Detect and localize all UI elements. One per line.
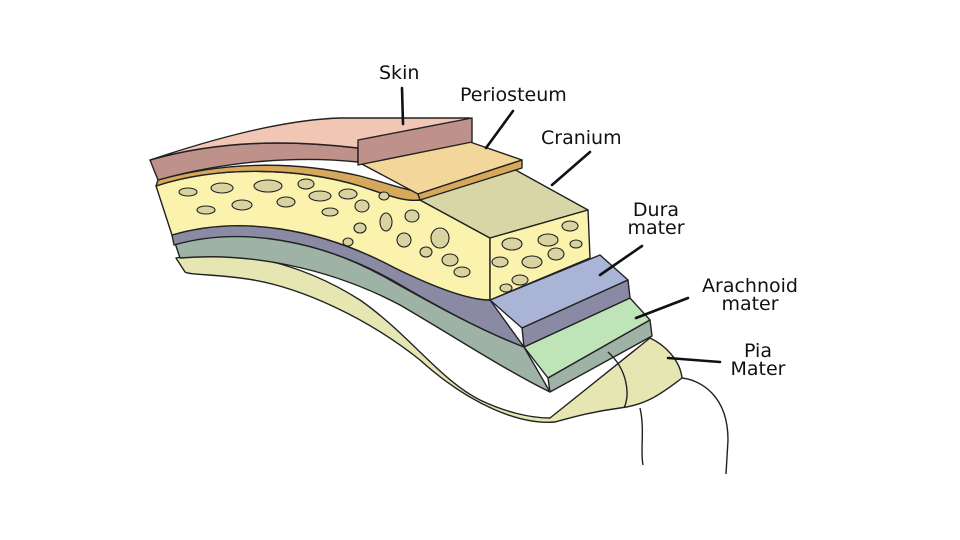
label-dura-line2: mater bbox=[627, 217, 685, 239]
pia-leader bbox=[666, 356, 722, 364]
label-periosteum: Periosteum bbox=[460, 84, 567, 106]
pia-strand-1 bbox=[639, 407, 644, 466]
label-dura-mater: Dura mater bbox=[620, 199, 692, 239]
arachnoid-side bbox=[547, 319, 653, 393]
label-pia-line2: Mater bbox=[730, 358, 786, 380]
label-cranium: Cranium bbox=[541, 127, 622, 149]
periosteum-side bbox=[417, 159, 523, 201]
periosteum-leader bbox=[484, 109, 515, 150]
cranium-pores bbox=[178, 178, 583, 293]
pia-contour bbox=[607, 351, 628, 409]
dura-leader bbox=[598, 244, 644, 277]
label-pia-line1: Pia bbox=[744, 340, 772, 362]
label-arachnoid-mater: Arachnoid mater bbox=[690, 275, 810, 315]
label-skin: Skin bbox=[379, 62, 420, 84]
label-pia-mater: Pia Mater bbox=[722, 340, 794, 380]
skin-leader bbox=[400, 86, 405, 126]
pia-layer bbox=[175, 253, 683, 423]
arachnoid-leader bbox=[634, 296, 690, 320]
pia-strand-2 bbox=[681, 377, 729, 475]
label-dura-line1: Dura bbox=[632, 199, 680, 221]
label-arachnoid-line2: mater bbox=[721, 293, 779, 315]
skin-front bbox=[357, 117, 473, 166]
label-arachnoid-line1: Arachnoid bbox=[702, 275, 798, 297]
dura-side bbox=[521, 279, 631, 348]
leader-lines bbox=[400, 86, 722, 364]
cranium-leader bbox=[550, 150, 592, 187]
